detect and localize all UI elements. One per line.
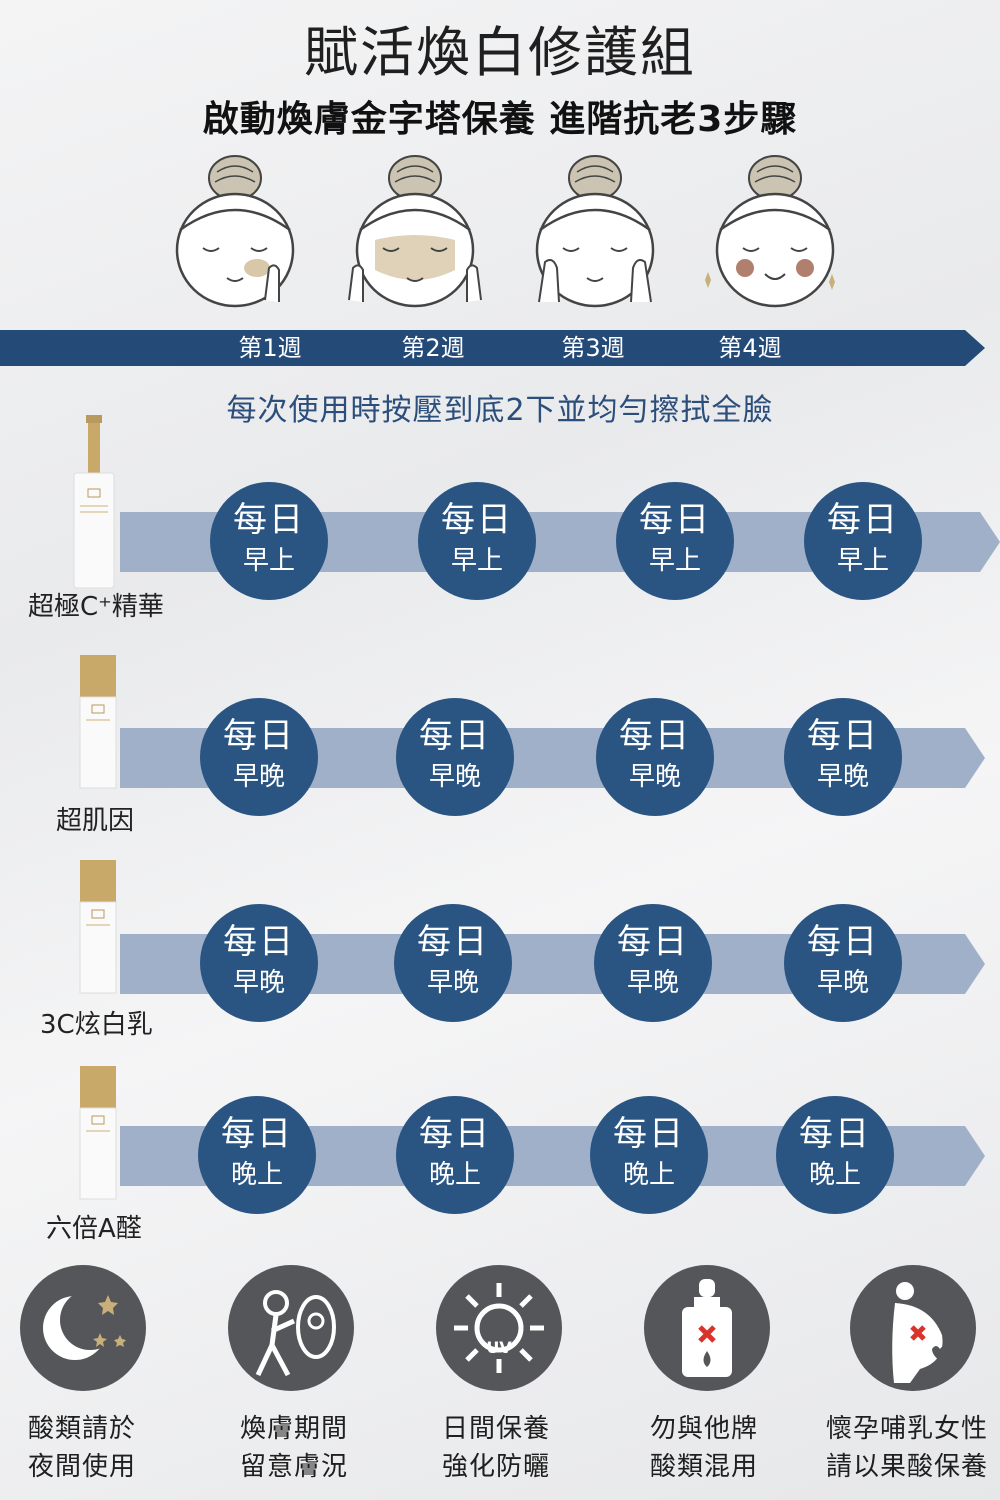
schedule-circle-r3-w2: 每日 早晚 <box>394 904 512 1022</box>
schedule-circle-r1-w4: 每日 早上 <box>804 482 922 600</box>
week-label-1: 第1週 <box>238 334 302 362</box>
frequency-label: 每日 <box>639 500 711 540</box>
frequency-label: 每日 <box>799 1114 871 1154</box>
product-bottle-4 <box>79 1066 117 1200</box>
timing-label: 早上 <box>242 546 295 576</box>
timing-label: 早晚 <box>816 968 869 998</box>
moon-stars-icon <box>20 1265 146 1391</box>
timing-label: 晚上 <box>808 1160 861 1190</box>
tip-line2: 請以果酸保養 <box>826 1452 989 1482</box>
dropper-bottle-x-icon <box>644 1265 770 1391</box>
frequency-label: 每日 <box>807 716 879 756</box>
product-track-1 <box>120 512 1000 572</box>
tip-line2: 夜間使用 <box>28 1452 137 1482</box>
frequency-label: 每日 <box>221 1114 293 1154</box>
face-illustration-week4 <box>705 155 835 308</box>
timing-label: 晚上 <box>622 1160 675 1190</box>
schedule-circle-r2-w1: 每日 早晚 <box>200 698 318 816</box>
tip-text-5: 懷孕哺乳女性 請以果酸保養 <box>826 1410 988 1486</box>
product-name-4: 六倍A醛 <box>46 1214 142 1244</box>
mirror-person-icon <box>228 1265 354 1391</box>
frequency-label: 每日 <box>223 716 295 756</box>
schedule-circle-r4-w1: 每日 晚上 <box>198 1096 316 1214</box>
schedule-circle-r2-w3: 每日 早晚 <box>596 698 714 816</box>
frequency-label: 每日 <box>233 500 305 540</box>
tip-line1: 酸類請於 <box>28 1414 137 1444</box>
timing-label: 早晚 <box>626 968 679 998</box>
tip-line1: 煥膚期間 <box>240 1414 349 1444</box>
week-label-2: 第2週 <box>401 334 465 362</box>
frequency-label: 每日 <box>419 1114 491 1154</box>
schedule-circle-r2-w4: 每日 早晚 <box>784 698 902 816</box>
product-track-2 <box>120 728 985 788</box>
tip-line2: 強化防曬 <box>442 1452 551 1482</box>
face-illustration-week3 <box>535 155 655 308</box>
week-label-4: 第4週 <box>718 334 782 362</box>
timing-label: 早晚 <box>628 762 681 792</box>
frequency-label: 每日 <box>807 922 879 962</box>
schedule-circle-r4-w2: 每日 晚上 <box>396 1096 514 1214</box>
schedule-circle-r1-w3: 每日 早上 <box>616 482 734 600</box>
product-bottle-1 <box>73 415 115 589</box>
schedule-circle-r3-w1: 每日 早晚 <box>200 904 318 1022</box>
product-name-3: 3C炫白乳 <box>40 1010 153 1040</box>
usage-instruction: 每次使用時按壓到底2下並均勻擦拭全臉 <box>226 393 774 428</box>
week-label-3: 第3週 <box>561 334 625 362</box>
schedule-circle-r3-w4: 每日 早晚 <box>784 904 902 1022</box>
tip-line2: 酸類混用 <box>650 1452 759 1482</box>
timing-label: 晚上 <box>428 1160 481 1190</box>
timing-label: 早晚 <box>428 762 481 792</box>
product-bottle-2 <box>79 655 117 789</box>
tip-line1: 懷孕哺乳女性 <box>826 1414 989 1444</box>
schedule-circle-r4-w4: 每日 晚上 <box>776 1096 894 1214</box>
timing-label: 早上 <box>836 546 889 576</box>
timing-label: 早晚 <box>232 762 285 792</box>
face-illustration-week2 <box>348 155 482 308</box>
tip-line2: 留意膚況 <box>240 1452 349 1482</box>
schedule-circle-r4-w3: 每日 晚上 <box>590 1096 708 1214</box>
tip-text-1: 酸類請於 夜間使用 <box>28 1410 136 1486</box>
schedule-circle-r1-w1: 每日 早上 <box>210 482 328 600</box>
frequency-label: 每日 <box>827 500 899 540</box>
page-title: 賦活煥白修護組 <box>304 21 696 84</box>
product-track-4 <box>120 1126 985 1186</box>
face-illustration-week1 <box>175 155 295 308</box>
sun-uv-icon: UV <box>436 1265 562 1391</box>
timing-label: 早上 <box>450 546 503 576</box>
tip-text-4: 勿與他牌 酸類混用 <box>650 1410 758 1486</box>
tip-line1: 日間保養 <box>442 1414 551 1444</box>
product-name-1: 超極C⁺精華 <box>28 592 164 622</box>
page-subtitle: 啟動煥膚金字塔保養 進階抗老3步驟 <box>202 99 798 140</box>
frequency-label: 每日 <box>223 922 295 962</box>
timing-label: 早晚 <box>232 968 285 998</box>
tip-text-2: 煥膚期間 留意膚況 <box>240 1410 348 1486</box>
product-bottle-3 <box>79 860 117 994</box>
frequency-label: 每日 <box>613 1114 685 1154</box>
timing-label: 早上 <box>648 546 701 576</box>
timing-label: 早晚 <box>426 968 479 998</box>
schedule-circle-r3-w3: 每日 早晚 <box>594 904 712 1022</box>
frequency-label: 每日 <box>419 716 491 756</box>
pregnant-x-icon <box>850 1265 976 1391</box>
schedule-circle-r1-w2: 每日 早上 <box>418 482 536 600</box>
week-timeline-bar <box>0 330 985 366</box>
frequency-label: 每日 <box>619 716 691 756</box>
timing-label: 晚上 <box>230 1160 283 1190</box>
product-track-3 <box>120 934 985 994</box>
product-name-2: 超肌因 <box>56 806 135 836</box>
schedule-circle-r2-w2: 每日 早晚 <box>396 698 514 816</box>
frequency-label: 每日 <box>441 500 513 540</box>
frequency-label: 每日 <box>617 922 689 962</box>
svg-text:UV: UV <box>486 1338 512 1357</box>
tip-text-3: 日間保養 強化防曬 <box>442 1410 550 1486</box>
timing-label: 早晚 <box>816 762 869 792</box>
frequency-label: 每日 <box>417 922 489 962</box>
tip-line1: 勿與他牌 <box>650 1414 759 1444</box>
